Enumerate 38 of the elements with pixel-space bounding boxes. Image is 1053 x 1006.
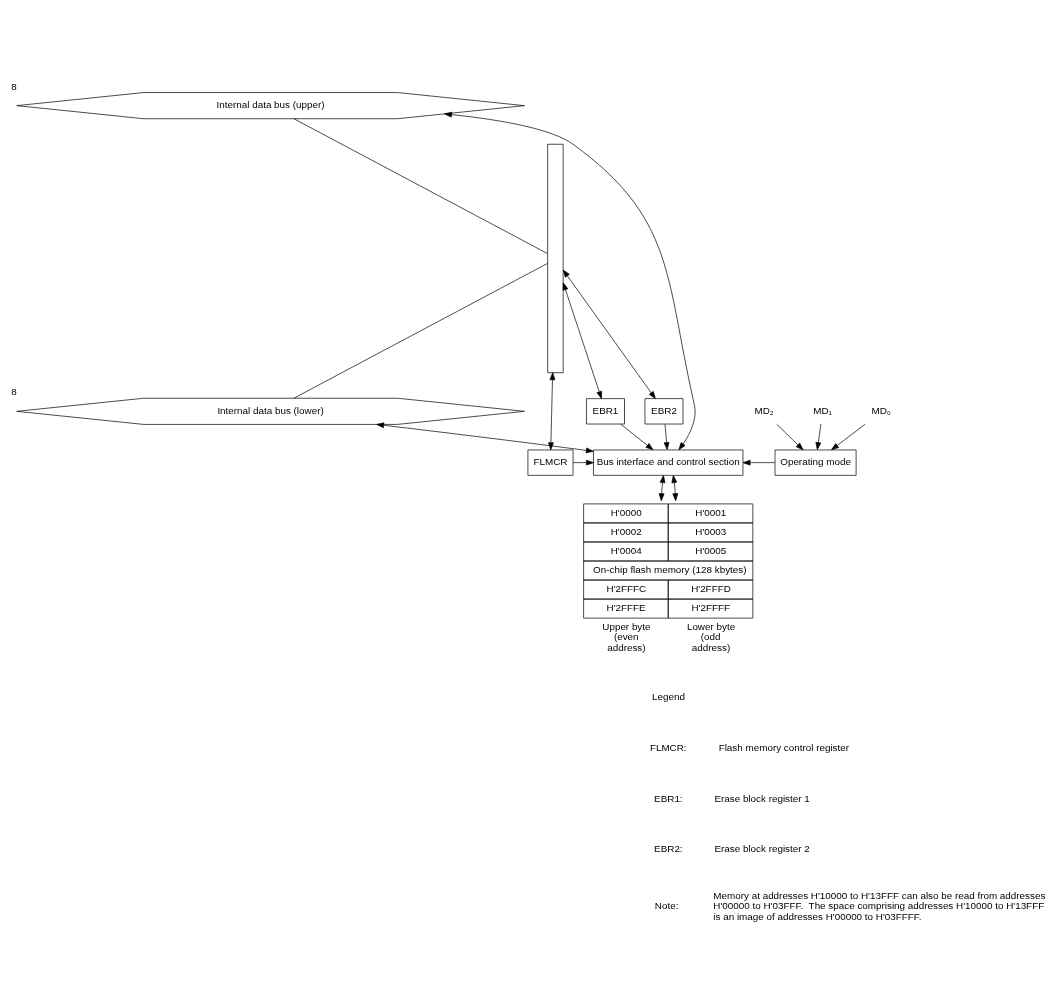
arrow [376,421,594,453]
arrow [671,474,679,501]
node-label: Lower byte (odd address) [686,620,736,653]
arrow [562,282,602,399]
node-box: FLMCR [527,449,574,476]
arrow [620,423,654,450]
label: FLMCR: [649,741,687,753]
arrow [572,459,594,465]
node-text: MD₂ [754,404,774,416]
arrow [444,111,696,450]
label: Note: [654,899,679,911]
arrow [658,474,666,501]
node-bar [547,143,564,373]
label: Erase block register 1 [714,792,810,804]
node-text: MD₀ [871,404,891,416]
connector [293,117,548,254]
node-box: EBR2 [644,397,684,424]
arrow [548,371,556,450]
arrow [831,423,866,450]
label: Memory at addresses H'10000 to H'13FFF can also be read from addresses H'00000 to H'03FFF. The space comprising addresses H'10000 to H'13FFF is an image of addresses H'00000 to H'03FFFF. [713,889,1046,922]
arrow [663,423,670,450]
node-box: EBR1 [586,397,625,424]
node-box: Operating mode [774,449,857,476]
label: EBR1: [654,792,683,804]
arrow [562,269,656,399]
label: Flash memory control register [718,741,850,753]
arrow [776,423,804,450]
label: Erase block register 2 [714,842,810,854]
label: EBR2: [654,842,683,854]
node-label: Upper byte (even address) [602,620,651,653]
arrow [815,423,822,450]
label: Legend [652,690,685,702]
node-text: MD₁ [813,404,832,416]
connector [293,262,548,399]
node-label: 8 [11,80,17,92]
node-box: Bus interface and control section [593,449,744,476]
node-label: 8 [11,385,17,397]
arrow [742,459,776,465]
